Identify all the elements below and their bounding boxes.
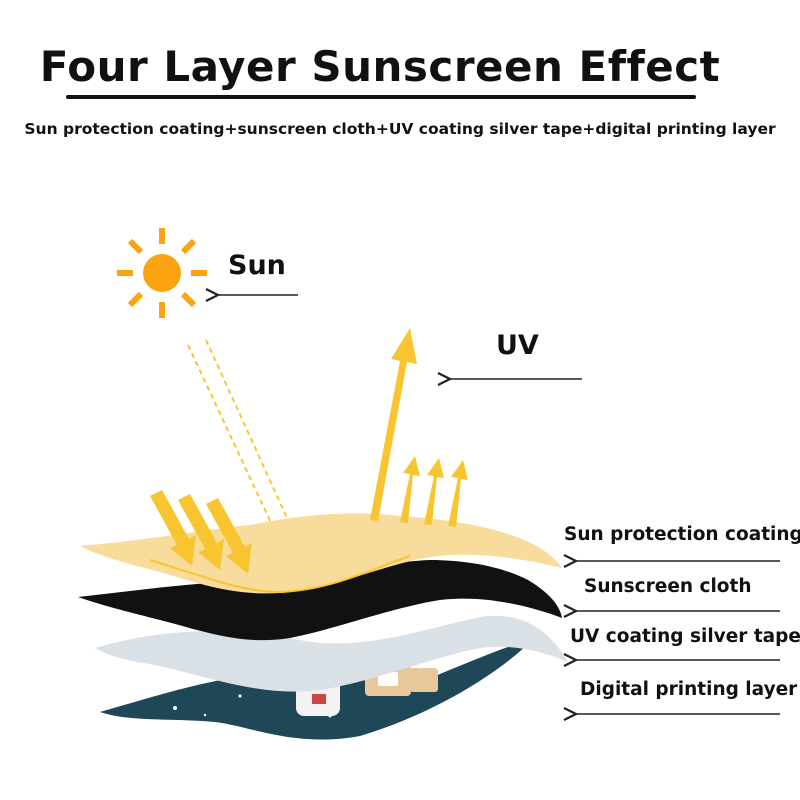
layer-pointer-arrows [576,561,780,714]
sunscreen-cloth-layer [78,560,562,641]
page-title: Four Layer Sunscreen Effect [39,42,721,91]
page-subtitle: Sun protection coating+sunscreen cloth+U… [24,120,776,138]
title-underline [66,95,696,99]
layer-label-digital-printing-layer: Digital printing layer [580,679,798,700]
uv-reflect-arrows [370,328,468,527]
coating-edge-curve [149,555,411,594]
uv-label: UV [496,330,539,361]
sun-icon [117,228,207,318]
incoming-sun-rays [187,339,289,528]
incoming-ray-arrows [150,490,252,574]
sun-label: Sun [228,250,286,281]
uv-silver-tape-layer [95,615,568,692]
layer-label-uv-coating-silver-tape: UV coating silver tape [570,626,800,647]
layer-label-sun-protection-coating: Sun protection coating [564,524,800,545]
layer-label-sunscreen-cloth: Sunscreen cloth [584,576,752,597]
